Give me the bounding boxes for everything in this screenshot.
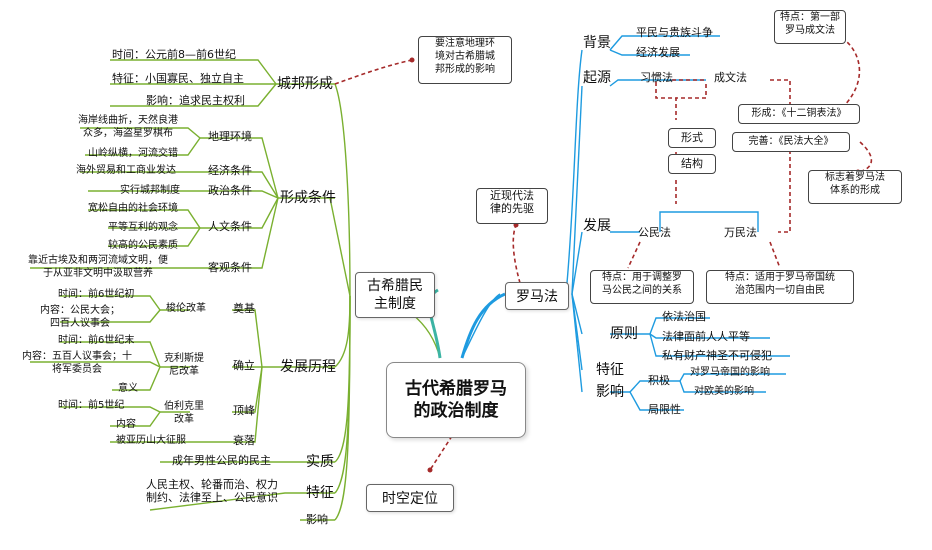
- spacetime-node: 时空定位: [366, 484, 454, 512]
- conditions-label: 形成条件: [280, 190, 336, 206]
- geo-label: 地理环境: [208, 130, 252, 143]
- city-state-feature: 特征：小国寡民、独立自主: [112, 72, 244, 85]
- pioneer-note: 近现代法 律的先驱: [476, 188, 548, 224]
- background-item-2: 经济发展: [636, 46, 680, 59]
- customary-law: 习惯法: [640, 71, 673, 84]
- obj-label: 客观条件: [208, 261, 252, 274]
- central-topic-text: 古代希腊罗马 的政治制度: [405, 379, 507, 421]
- pol-label: 政治条件: [208, 184, 252, 197]
- peak-time: 时间：前5世纪: [58, 400, 125, 411]
- origin-label: 起源: [583, 70, 611, 86]
- corpus-juris: 完善：《民法大全》: [732, 132, 850, 152]
- written-law: 成文法: [714, 71, 747, 84]
- greece-main-label: 古希腊民 主制度: [367, 278, 423, 312]
- decline-cause: 被亚历山大征服: [116, 435, 186, 446]
- pol-detail: 实行城邦制度: [120, 185, 180, 196]
- background-label: 背景: [583, 35, 611, 51]
- central-topic: 古代希腊罗马 的政治制度: [386, 362, 526, 438]
- civil-law: 公民法: [638, 226, 671, 239]
- obj-detail: 靠近古埃及和两河流域文明，便 于从亚非文明中汲取营养: [28, 255, 168, 279]
- geo-detail-1: 海岸线曲折，天然良港 众多，海盗星罗棋布: [78, 115, 178, 139]
- found-label: 奠基: [233, 302, 255, 315]
- spacetime-label: 时空定位: [382, 491, 438, 507]
- principle-1: 依法治国: [662, 310, 706, 323]
- rome-main-label: 罗马法: [516, 289, 558, 305]
- background-item-1: 平民与贵族斗争: [636, 26, 713, 39]
- civil-law-note: 特点：用于调整罗 马公民之间的关系: [590, 270, 694, 304]
- positive-label: 积极: [648, 374, 670, 387]
- pericles-reform: 伯利克里 改革: [164, 401, 204, 425]
- rome-main-node: 罗马法: [505, 282, 569, 310]
- city-state-influence: 影响：追求民主权利: [146, 94, 245, 107]
- structure-box: 结构: [668, 154, 716, 174]
- solon-reform: 梭伦改革: [166, 303, 206, 314]
- history-label: 发展历程: [280, 359, 336, 375]
- establish-time: 时间：前6世纪末: [58, 335, 135, 346]
- essence-label: 实质: [306, 454, 334, 470]
- impact-euro-america: 对欧美的影响: [694, 386, 754, 397]
- greece-traits-label: 特征: [306, 485, 334, 501]
- establish-content: 内容：五百人议事会；十 将军委员会: [22, 351, 132, 375]
- form-box: 形式: [668, 128, 716, 148]
- establish-meaning: 意义: [118, 383, 138, 394]
- geo-detail-2: 山岭纵横，河流交错: [88, 148, 178, 159]
- principle-3: 私有财产神圣不可侵犯: [662, 349, 772, 362]
- principles-label: 原则: [610, 326, 638, 342]
- city-state-time: 时间：公元前8—前6世纪: [112, 48, 236, 61]
- twelve-tables-note: 特点：第一部 罗马成文法: [774, 10, 846, 44]
- law-of-nations-note: 特点：适用于罗马帝国统 治范围内一切自由民: [706, 270, 854, 304]
- hum-detail-3: 较高的公民素质: [108, 240, 178, 251]
- impact-roman-empire: 对罗马帝国的影响: [690, 367, 770, 378]
- rome-traits-label: 特征: [596, 362, 624, 378]
- development-label: 发展: [583, 218, 611, 234]
- hum-detail-2: 平等互利的观念: [108, 222, 178, 233]
- hum-detail-1: 宽松自由的社会环境: [88, 203, 178, 214]
- econ-detail: 海外贸易和工商业发达: [76, 165, 176, 176]
- found-time: 时间：前6世纪初: [58, 289, 135, 300]
- hum-label: 人文条件: [208, 220, 252, 233]
- peak-label: 顶峰: [233, 404, 255, 417]
- law-of-nations: 万民法: [724, 226, 757, 239]
- principle-2: 法律面前人人平等: [662, 330, 750, 343]
- greece-main-node: 古希腊民 主制度: [355, 272, 435, 318]
- econ-label: 经济条件: [208, 164, 252, 177]
- corpus-juris-note: 标志着罗马法 体系的形成: [808, 170, 902, 204]
- found-content: 内容：公民大会； 四百人议事会: [40, 305, 120, 329]
- greece-impact-label: 影响: [306, 513, 328, 526]
- rome-impact-label: 影响: [596, 384, 624, 400]
- city-state-note: 要注意地理环 境对古希腊城 邦形成的影响: [418, 36, 512, 84]
- essence-detail: 成年男性公民的民主: [172, 454, 271, 467]
- establish-label: 确立: [233, 359, 255, 372]
- decline-label: 衰落: [233, 434, 255, 447]
- twelve-tables: 形成：《十二铜表法》: [738, 104, 860, 124]
- city-state-label: 城邦形成: [277, 76, 333, 92]
- cleisthenes-reform: 克利斯提 尼改革: [164, 353, 204, 377]
- greece-traits-detail: 人民主权、轮番而治、权力 制约、法律至上、公民意识: [146, 478, 278, 504]
- limitations-label: 局限性: [648, 403, 681, 416]
- peak-content: 内容: [116, 419, 136, 430]
